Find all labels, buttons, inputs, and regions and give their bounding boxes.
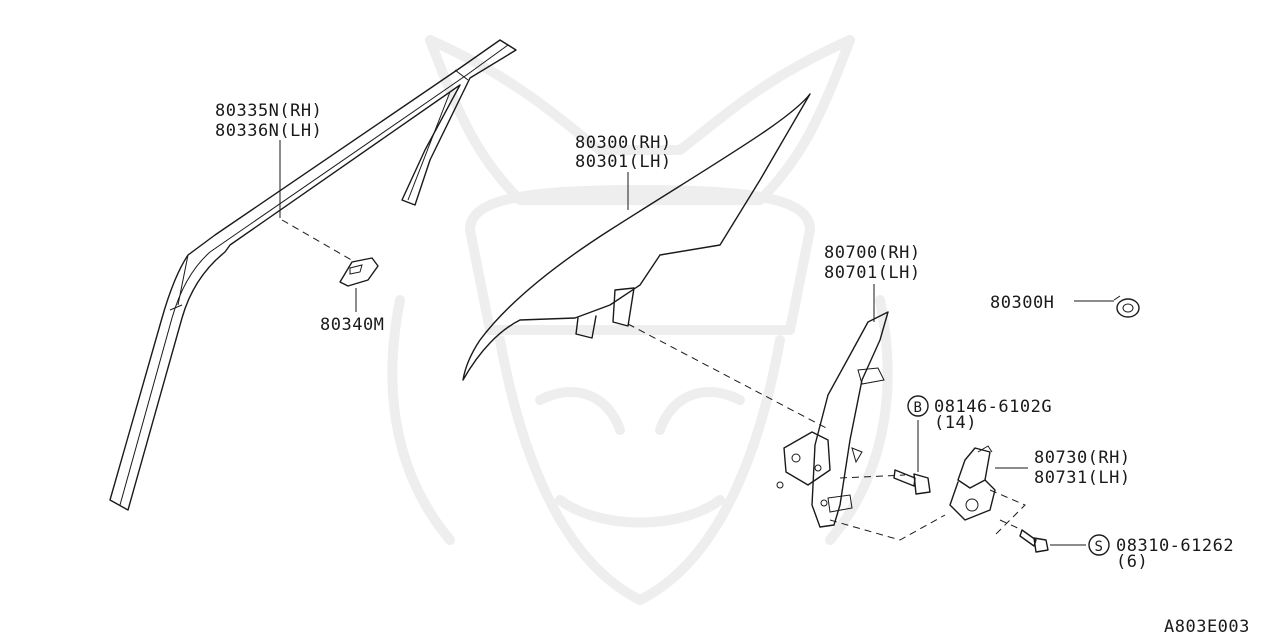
regulator-motor (949, 445, 996, 521)
label-trim-rh: 80335N(RH) (215, 101, 322, 121)
part-labels: 80335N(RH) 80336N(LH) 80340M 80300(RH) 8… (215, 101, 1250, 637)
assembly-lines (281, 219, 1026, 541)
label-grommet: 80300H (990, 293, 1054, 313)
label-regulator-lh: 80701(LH) (824, 263, 921, 283)
label-motor-rh: 80730(RH) (1034, 448, 1131, 468)
watermark-emblem (387, 35, 893, 605)
grommet-part (1113, 295, 1140, 318)
label-regulator-rh: 80700(RH) (824, 243, 921, 263)
figure-id: A803E003 (1164, 617, 1250, 637)
door-glass (462, 93, 811, 381)
clip-part (339, 257, 379, 287)
label-trim-lh: 80336N(LH) (215, 121, 322, 141)
screw-marker-circle (1088, 534, 1110, 556)
label-screw-qty: (6) (1116, 552, 1148, 572)
bolt-marker: B (914, 400, 923, 416)
label-bolt-qty: (14) (934, 413, 977, 433)
callout-markers: B S (907, 395, 1110, 556)
label-bolt: 08146-6102G (934, 397, 1052, 417)
label-glass-lh: 80301(LH) (575, 152, 672, 172)
label-glass-rh: 80300(RH) (575, 133, 672, 153)
leader-lines (279, 140, 1114, 546)
window-regulator (776, 311, 889, 528)
label-clip: 80340M (320, 315, 384, 335)
label-motor-lh: 80731(LH) (1034, 468, 1131, 488)
screw-part (1019, 529, 1049, 553)
label-screw: 08310-61262 (1116, 536, 1234, 556)
bolt-part (893, 469, 931, 495)
screw-marker: S (1095, 539, 1104, 555)
bolt-marker-circle (907, 395, 929, 417)
window-trim (109, 39, 517, 511)
